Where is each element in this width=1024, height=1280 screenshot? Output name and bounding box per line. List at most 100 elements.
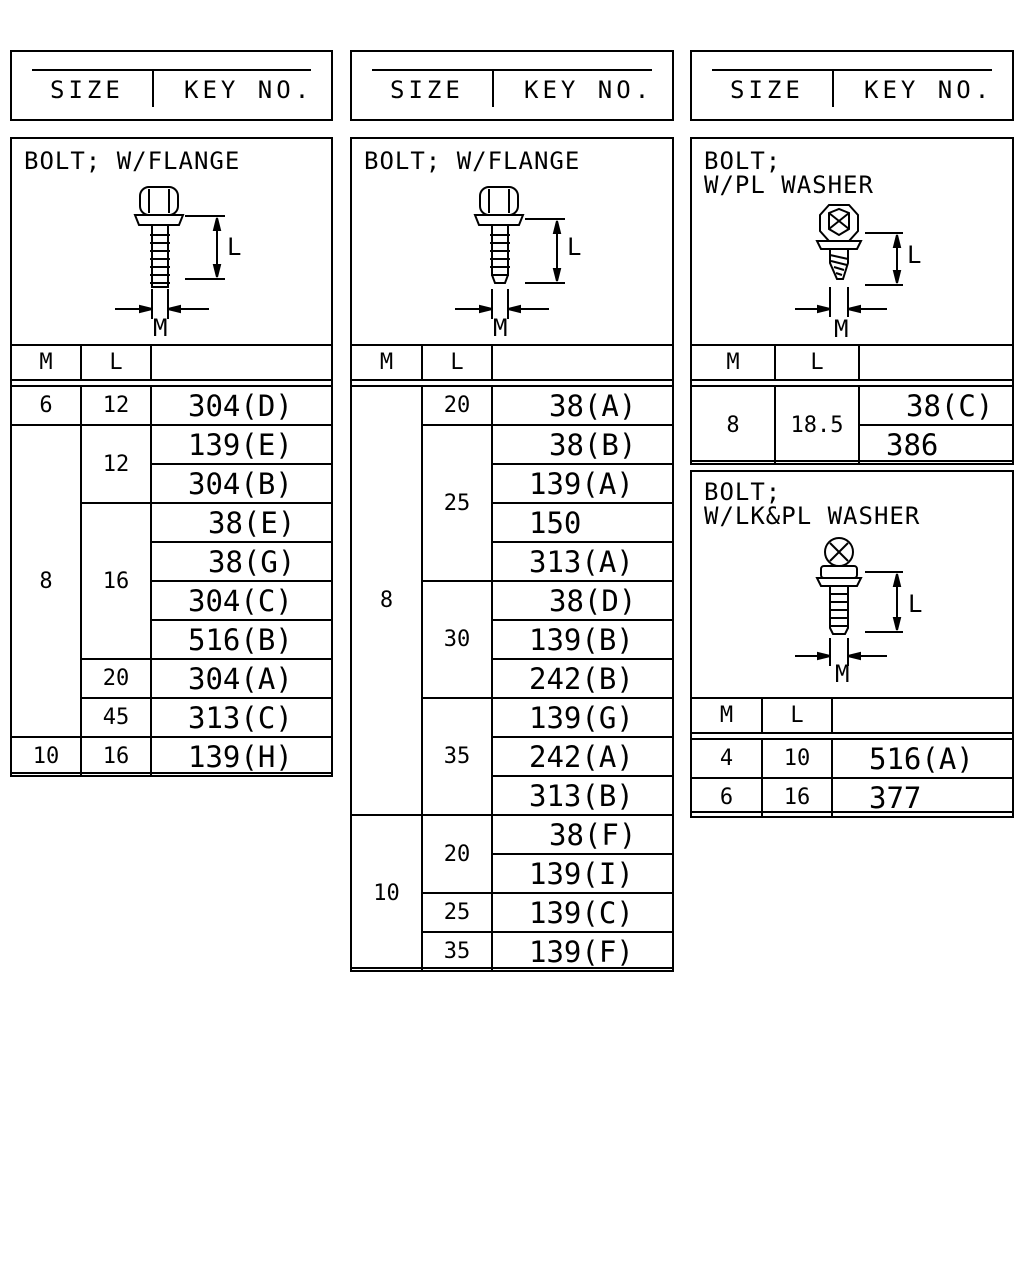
l-cell: 30 xyxy=(421,580,493,699)
l-cell: 10 xyxy=(761,738,833,779)
header-rule xyxy=(32,69,311,71)
m-cell: 10 xyxy=(10,736,82,777)
panel-title-line-2: W/PL WASHER xyxy=(704,171,874,199)
col-key-header xyxy=(491,344,674,381)
m-cell: 6 xyxy=(10,385,82,426)
panel-flange-bolt-2: BOLT; W/FLANGE L M M L 8 20 38(A) xyxy=(350,137,674,972)
key-no: 304(A) xyxy=(188,661,293,696)
key-no-cell: 150 xyxy=(491,502,674,543)
key-no: 139(C) xyxy=(529,895,634,930)
key-no-cell: 516(A) xyxy=(831,738,1014,779)
panel-flange-bolt-1: BOLT; W/FLANGE L M M L 6 12 304(D) xyxy=(10,137,333,777)
l-cell: 35 xyxy=(421,931,493,972)
size-label: SIZE xyxy=(50,76,124,104)
key-no: 38(C) xyxy=(906,388,994,423)
header-box-2: SIZE KEY NO. xyxy=(350,50,674,121)
key-no: 304(D) xyxy=(188,388,293,423)
header-divider xyxy=(152,70,154,107)
key-no: 304(B) xyxy=(188,466,293,501)
key-no-cell: 304(A) xyxy=(150,658,333,699)
m-cell: 8 xyxy=(350,385,423,816)
key-no-cell: 139(E) xyxy=(150,424,333,465)
key-no-cell: 139(I) xyxy=(491,853,674,894)
header-rule xyxy=(372,69,652,71)
key-no: 38(F) xyxy=(549,817,637,852)
key-no: 313(C) xyxy=(188,700,293,735)
key-no-cell: 139(G) xyxy=(491,697,674,738)
key-no-cell: 304(C) xyxy=(150,580,333,621)
header-rule xyxy=(712,69,992,71)
size-label: SIZE xyxy=(730,76,804,104)
key-no-cell: 313(A) xyxy=(491,541,674,582)
key-no-cell: 139(C) xyxy=(491,892,674,933)
key-no: 38(E) xyxy=(208,505,296,540)
key-no-cell: 516(B) xyxy=(150,619,333,660)
key-no-cell: 139(F) xyxy=(491,931,674,972)
key-no: 139(A) xyxy=(529,466,634,501)
key-no: 38(B) xyxy=(549,427,637,462)
size-table: M L 8 18.5 38(C) 386 xyxy=(690,344,1014,465)
key-no: 386 xyxy=(886,427,939,462)
l-cell: 12 xyxy=(80,385,152,426)
header-box-3: SIZE KEY NO. xyxy=(690,50,1014,121)
panel-title: BOLT; W/FLANGE xyxy=(24,147,241,175)
l-cell: 16 xyxy=(80,736,152,777)
pl-washer-bolt-icon xyxy=(795,204,903,317)
key-no: 139(I) xyxy=(529,856,634,891)
dim-m-label: M xyxy=(835,660,851,688)
col-key-header xyxy=(831,697,1014,734)
l-cell: 20 xyxy=(421,385,493,426)
m-cell: 10 xyxy=(350,814,423,972)
key-no-cell: 139(H) xyxy=(150,736,333,777)
key-no-cell: 38(B) xyxy=(491,424,674,465)
size-table: M L 6 12 304(D) 8 12 139(E) 304(B) 16 38… xyxy=(10,344,333,777)
key-no: 38(A) xyxy=(549,388,637,423)
panel-title: BOLT; W/FLANGE xyxy=(364,147,581,175)
key-no: 377 xyxy=(869,780,922,815)
col-l-header: L xyxy=(774,344,860,381)
header-box-1: SIZE KEY NO. xyxy=(10,50,333,121)
key-no-cell: 242(B) xyxy=(491,658,674,699)
panel-title-line-1: BOLT; xyxy=(704,478,782,506)
dim-l-label: L xyxy=(907,241,923,269)
key-no: 516(B) xyxy=(188,622,293,657)
key-no-cell: 38(F) xyxy=(491,814,674,855)
key-no-cell: 313(C) xyxy=(150,697,333,738)
l-cell: 12 xyxy=(80,424,152,504)
key-no-label: KEY NO. xyxy=(184,76,314,104)
key-no: 304(C) xyxy=(188,583,293,618)
dim-l-label: L xyxy=(227,233,243,261)
dim-m-label: M xyxy=(493,314,509,342)
m-cell: 8 xyxy=(10,424,82,738)
panel-pl-washer-bolt: BOLT; W/PL WASHER L M M L 8 18.5 xyxy=(690,137,1014,465)
key-no: 313(A) xyxy=(529,544,634,579)
panel-title-line-1: BOLT; xyxy=(704,147,782,175)
panel-lk-pl-washer-bolt: BOLT; W/LK&PL WASHER L M M L 4 10 xyxy=(690,470,1014,818)
col-l-header: L xyxy=(761,697,833,734)
key-no: 139(F) xyxy=(529,934,634,969)
l-cell: 20 xyxy=(80,658,152,699)
col-m-header: M xyxy=(10,344,82,381)
l-cell: 16 xyxy=(80,502,152,660)
dim-m-label: M xyxy=(153,314,169,342)
col-m-header: M xyxy=(350,344,423,381)
key-no-label: KEY NO. xyxy=(524,76,654,104)
l-cell: 45 xyxy=(80,697,152,738)
key-no-cell: 38(C) xyxy=(858,385,1014,426)
key-no: 313(B) xyxy=(529,778,634,813)
key-no: 242(A) xyxy=(529,739,634,774)
key-no: 516(A) xyxy=(869,741,974,776)
key-no: 38(G) xyxy=(208,544,296,579)
key-no: 139(G) xyxy=(529,700,634,735)
key-no-cell: 38(A) xyxy=(491,385,674,426)
dim-m-label: M xyxy=(834,315,850,343)
key-no-cell: 38(G) xyxy=(150,541,333,582)
key-no-cell: 139(B) xyxy=(491,619,674,660)
col-l-header: L xyxy=(421,344,493,381)
lk-pl-washer-bolt-icon xyxy=(795,537,903,666)
key-no-cell: 304(B) xyxy=(150,463,333,504)
dim-l-label: L xyxy=(908,590,924,618)
key-no-cell: 38(E) xyxy=(150,502,333,543)
l-cell: 35 xyxy=(421,697,493,816)
l-cell: 25 xyxy=(421,892,493,933)
